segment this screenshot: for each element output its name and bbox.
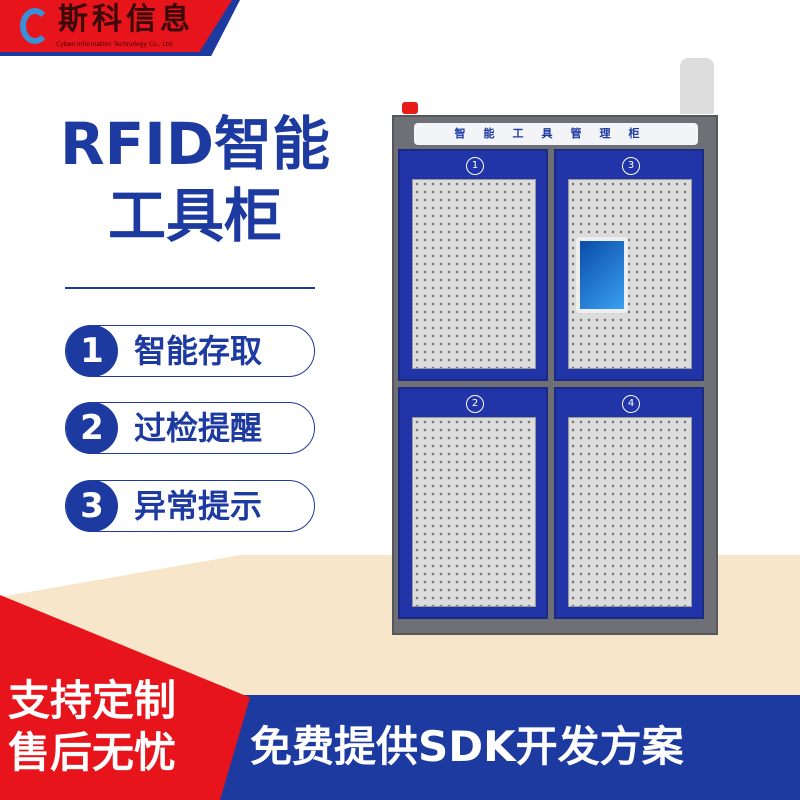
page-title: RFID智能 工具柜	[40, 108, 350, 252]
feature-number: 2	[66, 402, 118, 454]
cabinet-door: 2	[398, 387, 548, 619]
feature-label: 智能存取	[134, 332, 263, 370]
feature-3: 3 异常提示	[65, 480, 315, 532]
door-number: 4	[622, 395, 640, 413]
title-line-2: 工具柜	[107, 182, 282, 250]
camera-sensor-icon	[680, 58, 714, 114]
promo-line-2: 售后无忧	[8, 728, 177, 777]
door-number: 1	[466, 157, 484, 175]
promo-line-1: 支持定制	[8, 676, 177, 725]
logo-name: 斯科信息	[58, 2, 194, 37]
cabinet-image: 智能工具管理柜 1 3 2 4	[392, 115, 718, 635]
sdk-slogan: 免费提供SDK开发方案	[250, 722, 684, 771]
alarm-light-icon	[402, 102, 418, 114]
door-number: 2	[466, 395, 484, 413]
feature-number: 3	[66, 480, 118, 532]
divider	[65, 287, 315, 289]
logo-icon	[20, 8, 50, 44]
feature-2: 2 过检提醒	[65, 402, 315, 454]
door-number: 3	[622, 157, 640, 175]
cabinet-door: 1	[398, 149, 548, 381]
promo-text: 支持定制 售后无忧	[8, 675, 228, 779]
cabinet-door: 4	[554, 387, 704, 619]
feature-number: 1	[66, 325, 118, 377]
feature-label: 异常提示	[134, 487, 263, 525]
title-line-1: RFID智能	[59, 110, 330, 178]
feature-1: 1 智能存取	[65, 325, 315, 377]
touch-screen	[576, 237, 628, 313]
cabinet-header: 智能工具管理柜	[414, 123, 698, 145]
feature-label: 过检提醒	[134, 409, 263, 447]
logo-subtitle: Cybeo Information Technology Co., Ltd.	[56, 41, 174, 48]
